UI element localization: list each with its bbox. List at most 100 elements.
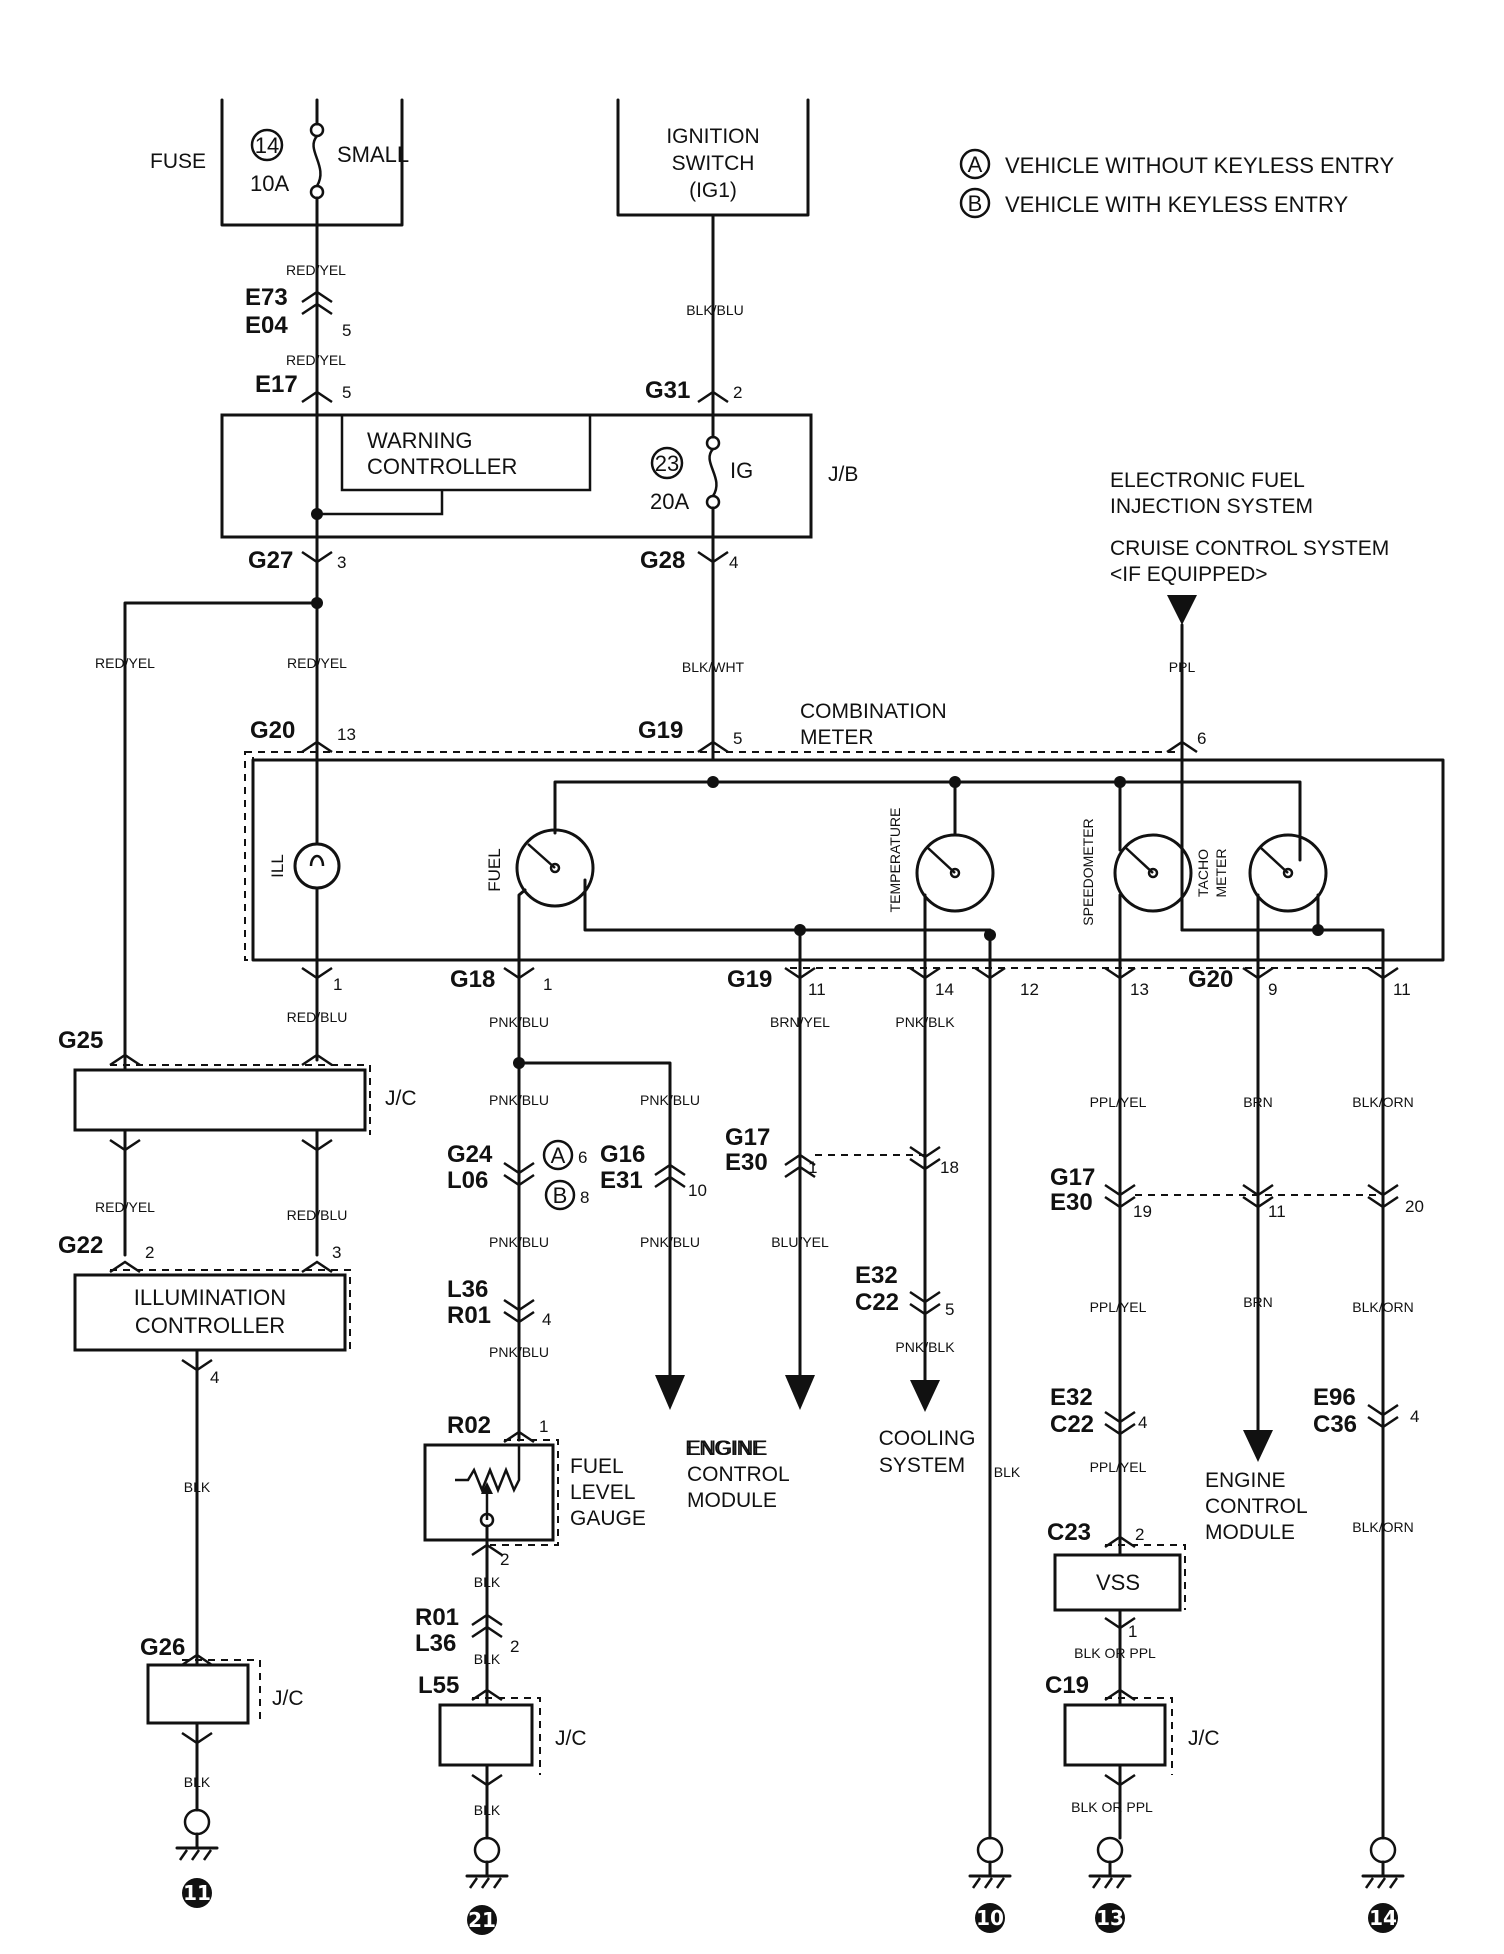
svg-text:PNK/BLK: PNK/BLK (895, 1339, 955, 1355)
temp-branch: BRN/YEL G17 E30 1 BLU/YEL ENGINE PNK/BLK… (685, 958, 975, 1477)
svg-text:6: 6 (1197, 729, 1206, 748)
svg-text:RED/BLU: RED/BLU (287, 1009, 348, 1025)
svg-text:2: 2 (733, 383, 742, 402)
blk-ground-branch: BLK (988, 958, 1021, 1840)
svg-text:G27: G27 (248, 547, 293, 574)
svg-text:E30: E30 (725, 1149, 768, 1176)
temperature-label: TEMPERATURE (887, 808, 903, 913)
svg-text:BRN: BRN (1243, 1094, 1273, 1110)
svg-text:J/C: J/C (385, 1087, 417, 1110)
svg-text:PNK/BLU: PNK/BLU (489, 1344, 549, 1360)
svg-text:18: 18 (940, 1158, 959, 1177)
svg-text:5: 5 (342, 383, 351, 402)
svg-text:8: 8 (580, 1188, 589, 1207)
svg-text:RED/YEL: RED/YEL (286, 352, 346, 368)
legend: A VEHICLE WITHOUT KEYLESS ENTRY B VEHICL… (959, 148, 1394, 219)
svg-text:CONTROLLER: CONTROLLER (135, 1313, 285, 1338)
svg-text:PNK/BLU: PNK/BLU (489, 1234, 549, 1250)
svg-text:3: 3 (332, 1243, 341, 1262)
svg-text:L55: L55 (418, 1672, 459, 1699)
illumination-branch: RED/BLU G25 J/C RED/YEL RED/BLU G22 2 3 … (58, 958, 417, 1812)
svg-text:4: 4 (210, 1368, 219, 1387)
svg-text:RED/BLU: RED/BLU (287, 1207, 348, 1223)
ground-13: 13 (1088, 1836, 1132, 1933)
svg-text:6: 6 (578, 1148, 587, 1167)
svg-text:G17: G17 (1050, 1164, 1095, 1191)
ignition-switch: IGNITION SWITCH (IG1) (616, 98, 810, 217)
svg-text:4: 4 (729, 553, 738, 572)
blk-orn-branch: BLK/ORN 20 BLK/ORN E96 C36 4 BLK/ORN (1313, 958, 1424, 1840)
svg-text:2: 2 (145, 1243, 154, 1262)
svg-text:RED/YEL: RED/YEL (286, 262, 346, 278)
svg-text:2: 2 (500, 1550, 509, 1569)
svg-text:TACHO: TACHO (1195, 849, 1211, 897)
svg-text:PNK/BLU: PNK/BLU (489, 1014, 549, 1030)
svg-text:1: 1 (539, 1417, 548, 1436)
svg-text:METER: METER (1213, 849, 1229, 898)
svg-text:J/C: J/C (555, 1727, 587, 1750)
svg-text:BLK/ORN: BLK/ORN (1352, 1519, 1413, 1535)
svg-text:CONTROL: CONTROL (1205, 1495, 1308, 1518)
svg-text:11: 11 (183, 1881, 211, 1905)
svg-text:PNK/BLU: PNK/BLU (489, 1092, 549, 1108)
svg-text:MODULE: MODULE (687, 1489, 777, 1512)
svg-text:G19: G19 (638, 717, 683, 744)
svg-text:C19: C19 (1045, 1672, 1089, 1699)
svg-text:RED/YEL: RED/YEL (95, 1199, 155, 1215)
svg-text:11: 11 (808, 980, 826, 999)
fuse-number: 14 (255, 133, 279, 158)
svg-text:13: 13 (1096, 1906, 1124, 1930)
svg-text:A: A (968, 152, 983, 177)
svg-text:R01: R01 (415, 1604, 459, 1631)
svg-text:ENGINE: ENGINE (687, 1437, 768, 1460)
svg-text:PPL: PPL (1169, 659, 1196, 675)
svg-text:E04: E04 (245, 312, 288, 339)
svg-text:FUEL: FUEL (570, 1455, 624, 1478)
svg-text:G18: G18 (450, 966, 495, 993)
svg-text:4: 4 (1410, 1407, 1419, 1426)
svg-text:L36: L36 (415, 1630, 456, 1657)
svg-text:C22: C22 (855, 1289, 899, 1316)
svg-text:C36: C36 (1313, 1411, 1357, 1438)
jb-label: J/B (828, 463, 858, 486)
svg-text:ENGINE: ENGINE (685, 1437, 766, 1460)
fuse-label: FUSE (150, 150, 206, 173)
svg-text:PNK/BLU: PNK/BLU (640, 1234, 700, 1250)
ground-21: 21 (465, 1836, 509, 1935)
svg-text:A: A (551, 1143, 566, 1168)
svg-text:20A: 20A (650, 489, 689, 514)
svg-text:2: 2 (510, 1637, 519, 1656)
svg-text:BLK/WHT: BLK/WHT (682, 659, 745, 675)
svg-text:11: 11 (1268, 1202, 1286, 1221)
svg-text:5: 5 (342, 321, 351, 340)
svg-text:BLK: BLK (184, 1774, 211, 1790)
svg-text:GAUGE: GAUGE (570, 1507, 646, 1530)
svg-text:BLK: BLK (184, 1479, 211, 1495)
svg-text:C22: C22 (1050, 1411, 1094, 1438)
svg-text:(IG1): (IG1) (689, 179, 737, 202)
svg-text:MODULE: MODULE (1205, 1521, 1295, 1544)
ill-label: ILL (268, 854, 287, 878)
fuse-to-jb: RED/YEL E73 E04 5 RED/YEL E17 5 (245, 223, 351, 417)
svg-text:LEVEL: LEVEL (570, 1481, 635, 1504)
svg-text:BLU/YEL: BLU/YEL (771, 1234, 829, 1250)
svg-text:C23: C23 (1047, 1519, 1091, 1546)
svg-text:BLK OR PPL: BLK OR PPL (1071, 1799, 1153, 1815)
svg-text:G25: G25 (58, 1027, 103, 1054)
svg-text:G20: G20 (1188, 966, 1233, 993)
svg-text:G26: G26 (140, 1634, 185, 1661)
svg-text:20: 20 (1405, 1197, 1424, 1216)
svg-text:23: 23 (655, 451, 679, 476)
svg-text:L06: L06 (447, 1167, 488, 1194)
junction-block: J/B WARNING CONTROLLER 23 20A IG (220, 413, 858, 539)
svg-text:PNK/BLU: PNK/BLU (640, 1092, 700, 1108)
svg-text:G19: G19 (727, 966, 772, 993)
svg-text:E17: E17 (255, 371, 298, 398)
svg-text:BLK: BLK (474, 1802, 501, 1818)
fuel-branch: PNK/BLU PNK/BLU PNK/BLU G24 L06 A 6 B 8 … (415, 958, 790, 1840)
svg-text:WARNING: WARNING (367, 428, 473, 453)
svg-text:G22: G22 (58, 1232, 103, 1259)
svg-text:SWITCH: SWITCH (672, 152, 755, 175)
svg-text:J/C: J/C (272, 1687, 304, 1710)
svg-text:G28: G28 (640, 547, 685, 574)
